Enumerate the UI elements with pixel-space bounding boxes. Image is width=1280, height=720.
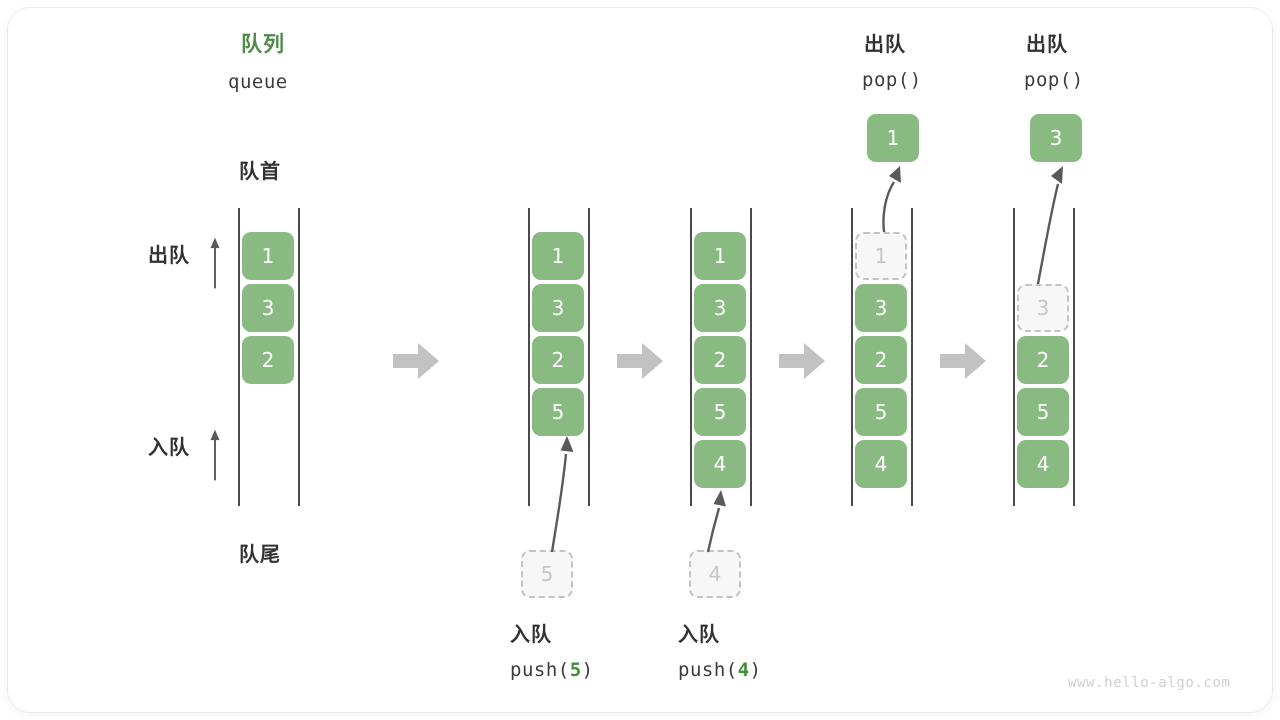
incoming-ghost-cell: 5	[521, 550, 573, 598]
enqueue-direction-arrow-icon	[210, 429, 220, 481]
queue-rail-right	[750, 208, 752, 506]
queue-rail-left	[851, 208, 853, 506]
step-chevron-icon	[393, 343, 439, 379]
queue-cell: 2	[532, 336, 584, 384]
push-arrow-icon	[706, 490, 726, 553]
queue-cell: 4	[855, 440, 907, 488]
queue-cell-removed: 1	[855, 232, 907, 280]
queue-tail-label: 队尾	[239, 542, 281, 566]
queue-cell: 5	[694, 388, 746, 436]
step-caption-code: push(5)	[510, 661, 594, 680]
step-caption-code: push(4)	[678, 661, 762, 680]
queue-cell: 2	[1017, 336, 1069, 384]
incoming-ghost-cell: 4	[689, 550, 741, 598]
queue-cell: 3	[242, 284, 294, 332]
queue-cell: 4	[1017, 440, 1069, 488]
pop-header-cn: 出队	[864, 32, 906, 56]
queue-cell: 1	[532, 232, 584, 280]
queue-cell: 2	[694, 336, 746, 384]
step-caption-cn: 入队	[510, 622, 552, 646]
popped-cell: 1	[867, 114, 919, 162]
dequeue-direction-arrow-icon	[210, 237, 220, 289]
queue-cell-new: 5	[532, 388, 584, 436]
queue-rail-left	[528, 208, 530, 506]
queue-cell: 2	[242, 336, 294, 384]
queue-cell-removed: 3	[1017, 284, 1069, 332]
step-chevron-icon	[940, 343, 986, 379]
push-code-arg: 5	[569, 659, 582, 681]
queue-head-label: 队首	[239, 159, 281, 183]
queue-cell: 3	[532, 284, 584, 332]
pop-header-code: pop()	[862, 69, 922, 91]
queue-rail-right	[911, 208, 913, 506]
queue-cell: 3	[694, 284, 746, 332]
queue-rail-right	[1073, 208, 1075, 506]
queue-cell: 5	[855, 388, 907, 436]
pop-header-code: pop()	[1024, 69, 1084, 91]
push-code-arg: 4	[737, 659, 750, 681]
queue-cell: 5	[1017, 388, 1069, 436]
push-code-prefix: push(	[678, 659, 738, 681]
queue-cell: 1	[242, 232, 294, 280]
popped-cell: 3	[1030, 114, 1082, 162]
queue-rail-left	[238, 208, 240, 506]
push-code-suffix: )	[581, 659, 594, 681]
push-code-suffix: )	[749, 659, 762, 681]
watermark: www.hello-algo.com	[1068, 675, 1231, 691]
diagram-title-en: queue	[228, 71, 288, 93]
push-arrow-icon	[550, 436, 574, 553]
dequeue-direction-label: 出队	[148, 243, 190, 267]
push-code-prefix: push(	[510, 659, 570, 681]
queue-rail-right	[588, 208, 590, 506]
queue-cell: 2	[855, 336, 907, 384]
pop-header-cn: 出队	[1026, 32, 1068, 56]
step-chevron-icon	[617, 343, 663, 379]
queue-cell-new: 4	[694, 440, 746, 488]
step-caption-cn: 入队	[678, 622, 720, 646]
queue-rail-right	[298, 208, 300, 506]
pop-arrow-icon	[1034, 166, 1063, 295]
enqueue-direction-label: 入队	[148, 435, 190, 459]
diagram-title-cn: 队列	[241, 32, 285, 56]
queue-rail-left	[1013, 208, 1015, 506]
queue-cell: 1	[694, 232, 746, 280]
queue-cell: 3	[855, 284, 907, 332]
step-chevron-icon	[779, 343, 825, 379]
queue-rail-left	[690, 208, 692, 506]
